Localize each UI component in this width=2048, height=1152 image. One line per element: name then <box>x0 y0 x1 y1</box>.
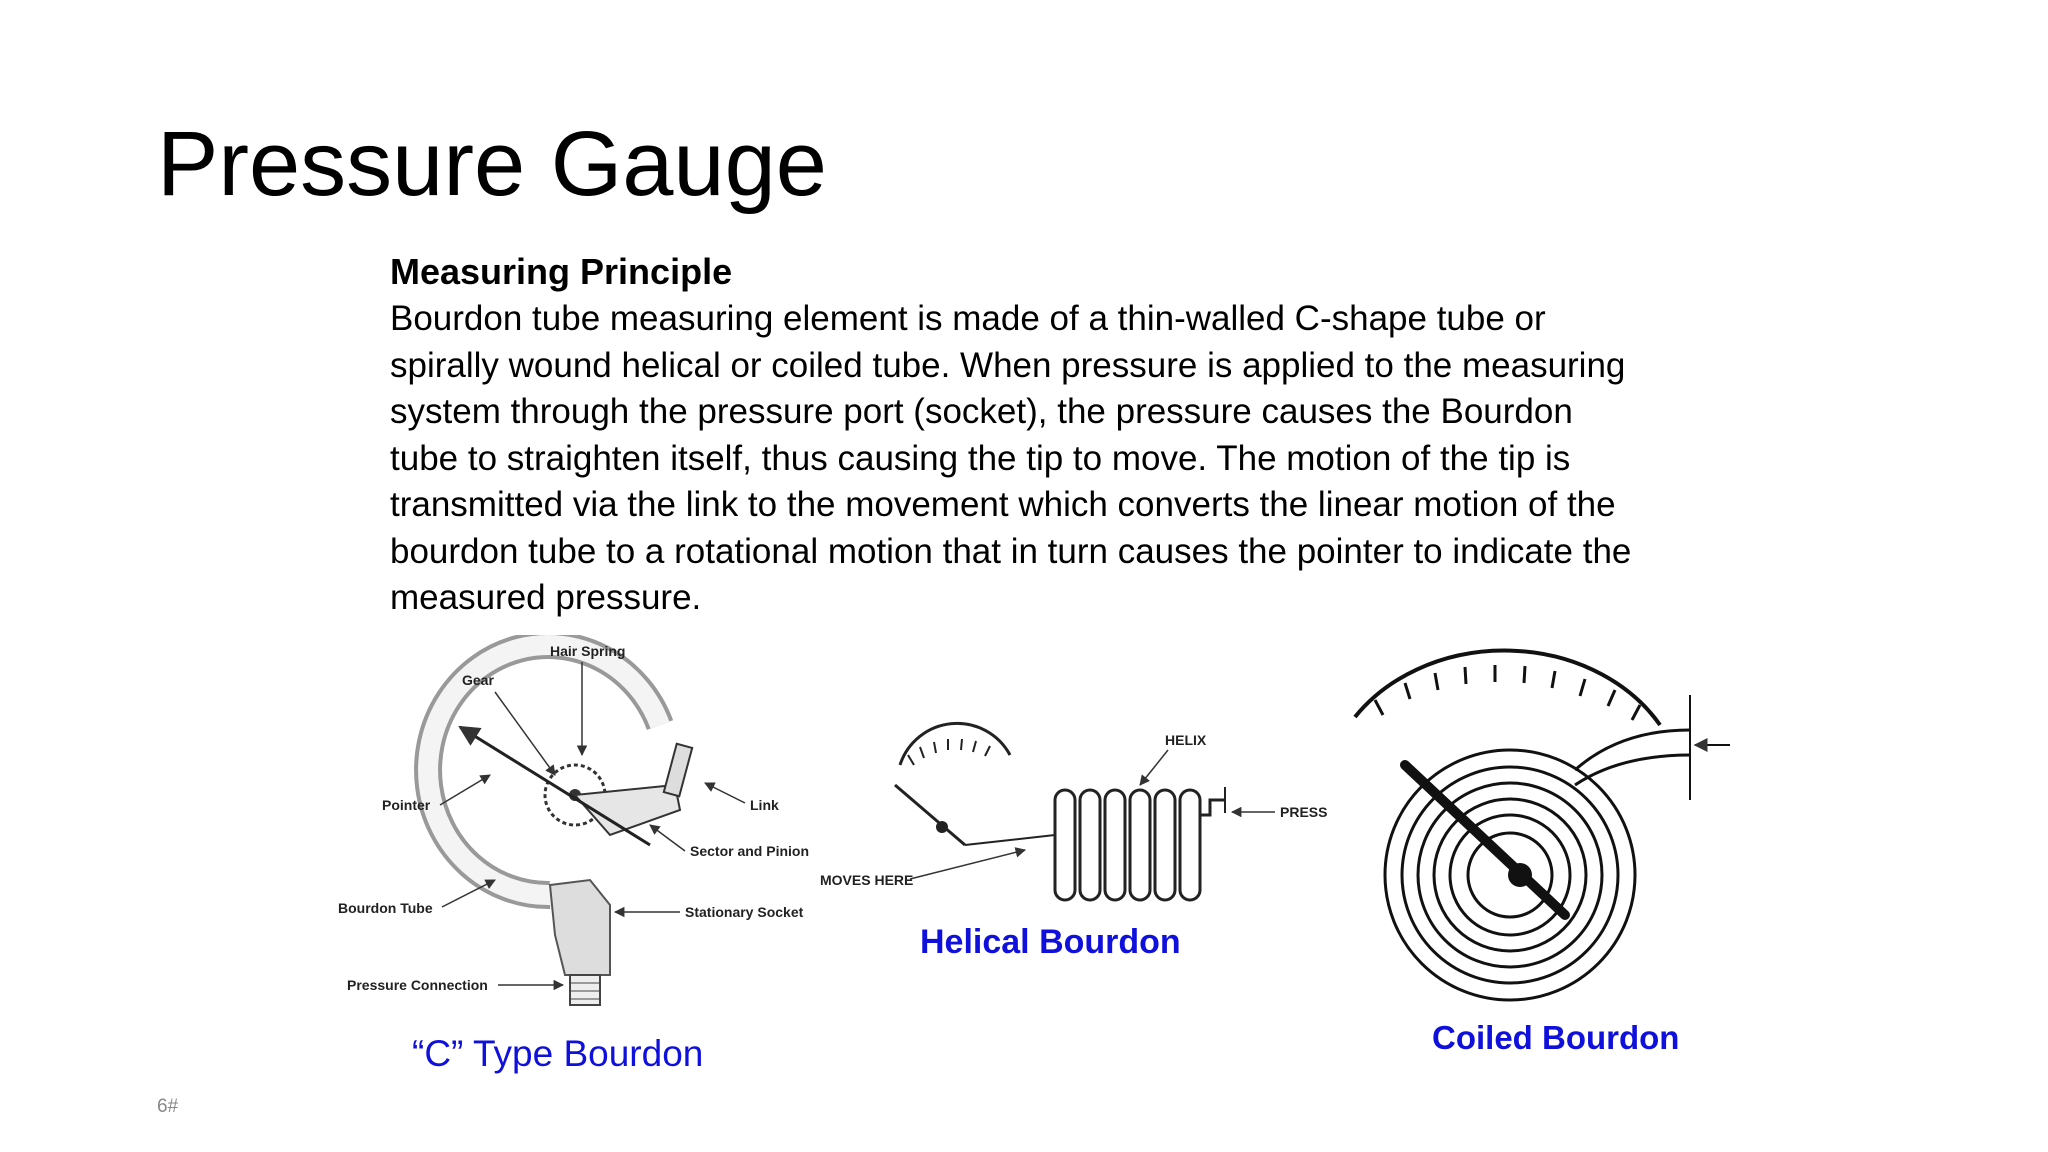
label-sector-pinion: Sector and Pinion <box>690 843 809 859</box>
paragraph-line: Bourdon tube measuring element is made o… <box>390 299 1546 338</box>
body-paragraph: Bourdon tube measuring element is made o… <box>390 296 1790 622</box>
bourdon-figures: Hair Spring Gear Pointer Link Sector and… <box>338 635 1730 1006</box>
paragraph-line: spirally wound helical or coiled tube. W… <box>390 345 1626 385</box>
slide-title: Pressure Gauge <box>157 113 827 215</box>
caption-helical-bourdon: Helical Bourdon <box>920 923 1181 961</box>
label-pressure-connection: Pressure Connection <box>347 977 488 993</box>
paragraph-line: transmitted via the link to the movement… <box>390 485 1616 524</box>
paragraph-line: tube to straighten itself, thus causing … <box>390 438 1571 478</box>
label-bourdon-tube: Bourdon Tube <box>338 900 433 916</box>
paragraph-line: bourdon tube to a rotational motion that… <box>390 531 1632 571</box>
c-type-bourdon-diagram: Hair Spring Gear Pointer Link Sector and… <box>338 635 809 1006</box>
label-hair-spring: Hair Spring <box>550 643 625 659</box>
page-number: 6# <box>157 1096 179 1117</box>
caption-c-type-bourdon: “C” Type Bourdon <box>412 1033 704 1074</box>
helical-bourdon-diagram: HELIX PRESS MOVES HERE <box>820 721 1327 902</box>
section-heading: Measuring Principle <box>390 251 733 292</box>
coiled-bourdon-diagram <box>1353 648 1730 1002</box>
caption-coiled-bourdon: Coiled Bourdon <box>1432 1019 1680 1056</box>
label-moves-here: MOVES HERE <box>820 872 913 888</box>
label-pointer: Pointer <box>382 797 431 813</box>
paragraph-line: measured pressure. <box>390 578 702 617</box>
label-gear: Gear <box>462 672 494 688</box>
label-helix: HELIX <box>1165 732 1207 748</box>
label-stationary-socket: Stationary Socket <box>685 904 804 920</box>
label-link: Link <box>750 797 779 813</box>
label-press: PRESS <box>1280 804 1327 820</box>
paragraph-line: system through the pressure port (socket… <box>390 392 1573 431</box>
